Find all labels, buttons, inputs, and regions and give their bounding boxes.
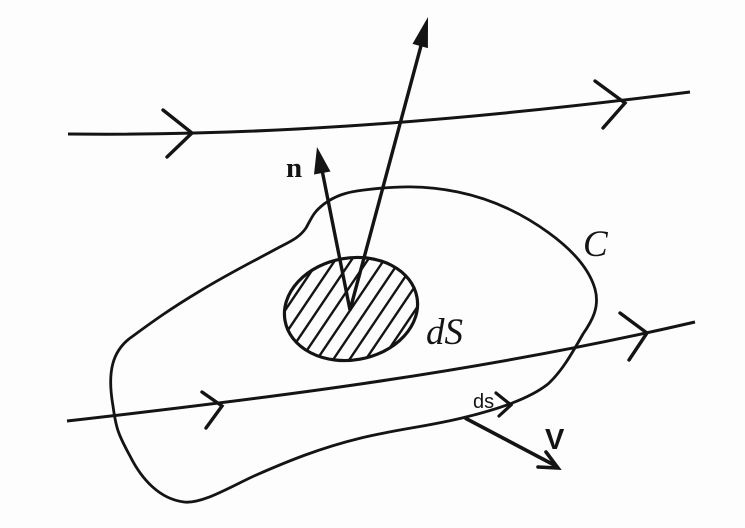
streamline-upper-left-arrowhead-icon <box>161 108 195 159</box>
closed-curve-c <box>109 185 598 504</box>
long-axis-arrow <box>348 41 424 311</box>
normal-vector-arrowhead-icon <box>314 147 331 175</box>
normal-vector-label: n <box>286 152 302 184</box>
closed-curve-label: C <box>583 224 609 265</box>
ds-direction-arrowhead-icon <box>494 391 514 418</box>
normal-vector-arrow <box>320 169 352 311</box>
surface-element-label: dS <box>426 312 463 353</box>
velocity-vector-arrowhead-icon <box>536 450 562 470</box>
streamline-lower <box>66 320 696 423</box>
long-axis-arrowhead-icon <box>412 17 428 49</box>
arc-element-label: ds <box>473 391 494 413</box>
streamline-upper <box>67 90 691 136</box>
streamline-lower-right-arrowhead-icon <box>618 311 650 362</box>
surface-element-ellipse <box>282 255 420 363</box>
velocity-vector-label: V <box>545 424 565 456</box>
streamline-upper-right-arrowhead-icon <box>593 79 628 130</box>
streamline-lower-left-arrowhead-icon <box>200 390 225 430</box>
velocity-vector-arrow <box>464 416 557 468</box>
